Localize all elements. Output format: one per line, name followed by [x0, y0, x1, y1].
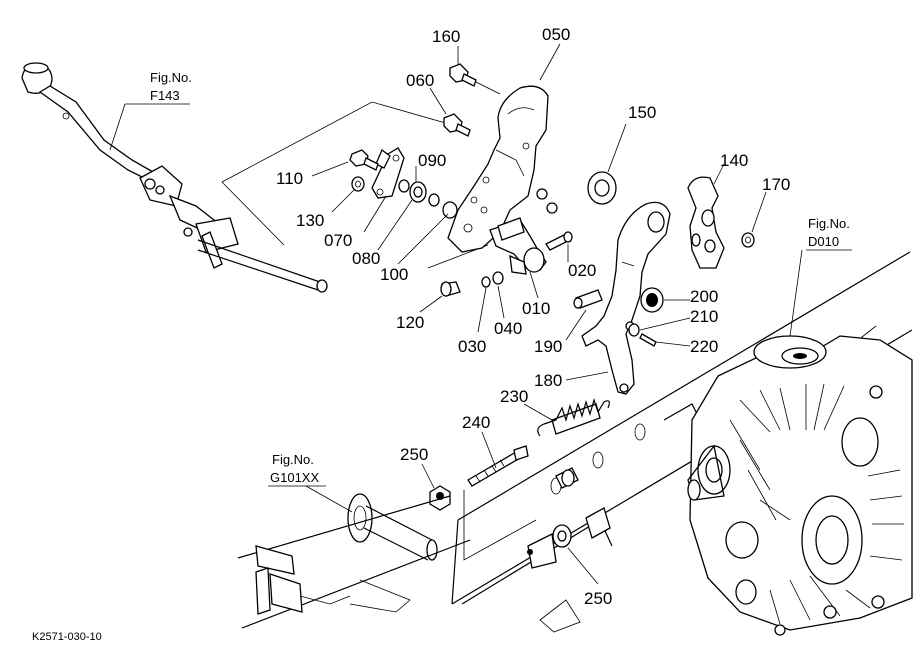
washers-090: [398, 179, 458, 219]
part-number: 250: [584, 589, 612, 608]
part-number: 160: [432, 27, 460, 46]
spring-230: [537, 397, 610, 437]
washers-030-040: [481, 271, 504, 288]
fig-ref-label: Fig.No.: [272, 452, 314, 467]
nut-250-lower: [552, 524, 572, 548]
bolt-060: [443, 113, 471, 137]
nut-130: [351, 176, 365, 192]
part-number: 080: [352, 249, 380, 268]
nut-170: [741, 232, 755, 248]
part-number: 200: [690, 287, 718, 306]
part-number: 010: [522, 299, 550, 318]
plate-070: [371, 147, 405, 199]
drawing-code: K2571-030-10: [32, 631, 102, 643]
part-number: 230: [500, 387, 528, 406]
part-number: 140: [720, 151, 748, 170]
fig-ref-g101xx: Fig.No. G101XX: [270, 452, 319, 485]
part-number: 150: [628, 103, 656, 122]
rod-240: [467, 445, 529, 487]
part-number: 250: [400, 445, 428, 464]
bolt-020: [545, 231, 573, 251]
part-number: 040: [494, 319, 522, 338]
part-number: 090: [418, 151, 446, 170]
part-number: 170: [762, 175, 790, 194]
bracket-050: [447, 85, 549, 253]
bushing-200: [640, 287, 664, 313]
part-numbers: 160 050 060 150 140 170 110 090 130 070 …: [276, 25, 790, 608]
hand-lever: [21, 62, 328, 293]
part-number: 030: [458, 337, 486, 356]
lever-180: [581, 201, 671, 395]
part-number: 190: [534, 337, 562, 356]
nut-250-upper: [429, 485, 451, 511]
part-number: 220: [690, 337, 718, 356]
fig-ref-f143: Fig.No. F143: [150, 70, 192, 103]
fig-ref-d010: Fig.No. D010: [806, 216, 852, 251]
part-number: 240: [462, 413, 490, 432]
fig-ref-label: Fig.No.: [808, 216, 850, 231]
lever-010: [489, 217, 547, 275]
part-number: 100: [380, 265, 408, 284]
part-number: 060: [406, 71, 434, 90]
transmission-housing: [687, 335, 913, 636]
pin-190: [573, 289, 603, 309]
fig-ref-code: D010: [808, 234, 839, 249]
split-pin-220: [639, 333, 657, 347]
part-number: 020: [568, 261, 596, 280]
cam-140: [687, 176, 725, 269]
fig-ref-code: F143: [150, 88, 180, 103]
part-number: 070: [324, 231, 352, 250]
leader-lines: [109, 43, 803, 585]
washer-210: [628, 323, 640, 337]
fig-ref-code: G101XX: [270, 470, 319, 485]
bolt-110: [349, 149, 379, 171]
bolt-160: [449, 63, 501, 95]
part-number: 180: [534, 371, 562, 390]
pin-120: [440, 281, 461, 297]
part-number: 110: [276, 169, 303, 188]
part-number: 210: [690, 307, 718, 326]
collar-150: [587, 171, 617, 205]
part-number: 050: [542, 25, 570, 44]
part-number: 130: [296, 211, 324, 230]
nuts: [536, 188, 558, 214]
part-number: 120: [396, 313, 424, 332]
shaft-g101xx: [237, 493, 581, 633]
fig-ref-label: Fig.No.: [150, 70, 192, 85]
